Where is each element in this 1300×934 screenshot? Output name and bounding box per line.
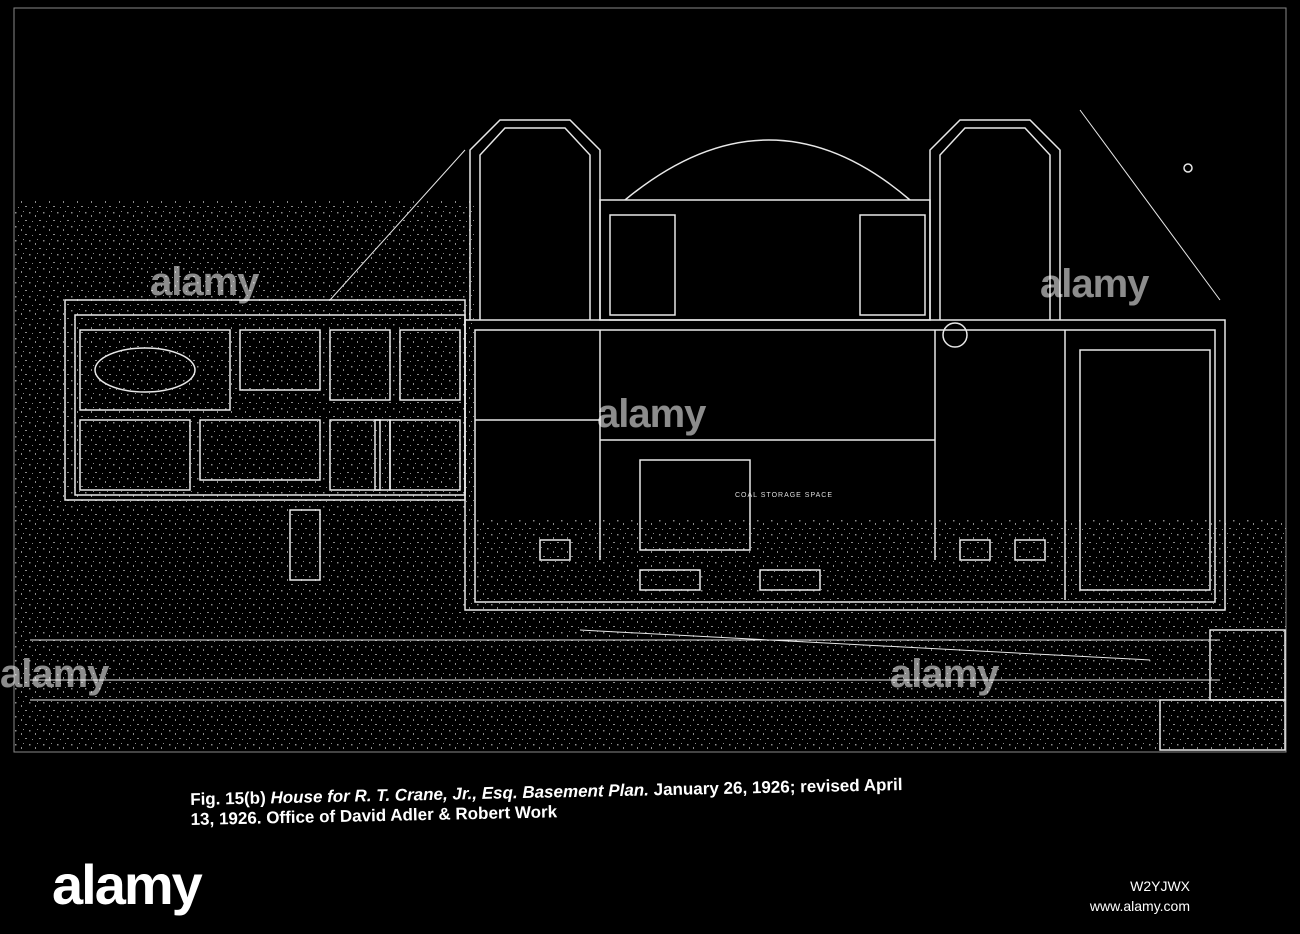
- figure-title: House for R. T. Crane, Jr., Esq. Basemen…: [270, 780, 650, 808]
- figure-number: Fig. 15(b): [190, 788, 266, 809]
- blueprint-image: COAL STORAGE SPACE: [13, 7, 1287, 753]
- speckle-texture: [14, 200, 1286, 750]
- image-id: W2YJWX: [1130, 878, 1190, 894]
- coal-storage-label: COAL STORAGE SPACE: [735, 492, 833, 499]
- right-octagon-room: [929, 119, 1061, 320]
- watermark-logo: alamy: [0, 652, 109, 696]
- left-octagon-room: [469, 119, 601, 320]
- watermark-logo: alamy: [150, 260, 259, 304]
- watermark-logo: alamy: [597, 392, 706, 436]
- figure-date-line-1: January 26, 1926; revised April: [653, 775, 903, 800]
- site-url: www.alamy.com: [1089, 898, 1190, 914]
- alamy-logo: alamy: [52, 853, 203, 916]
- plan-walls: [30, 109, 1286, 751]
- watermark-logo: alamy: [1040, 262, 1149, 306]
- central-upper-room: [599, 199, 931, 321]
- basement-plan-drawing: COAL STORAGE SPACE: [13, 7, 1287, 753]
- figure-caption: Fig. 15(b) House for R. T. Crane, Jr., E…: [190, 770, 1151, 830]
- watermark-logo: alamy: [890, 652, 999, 696]
